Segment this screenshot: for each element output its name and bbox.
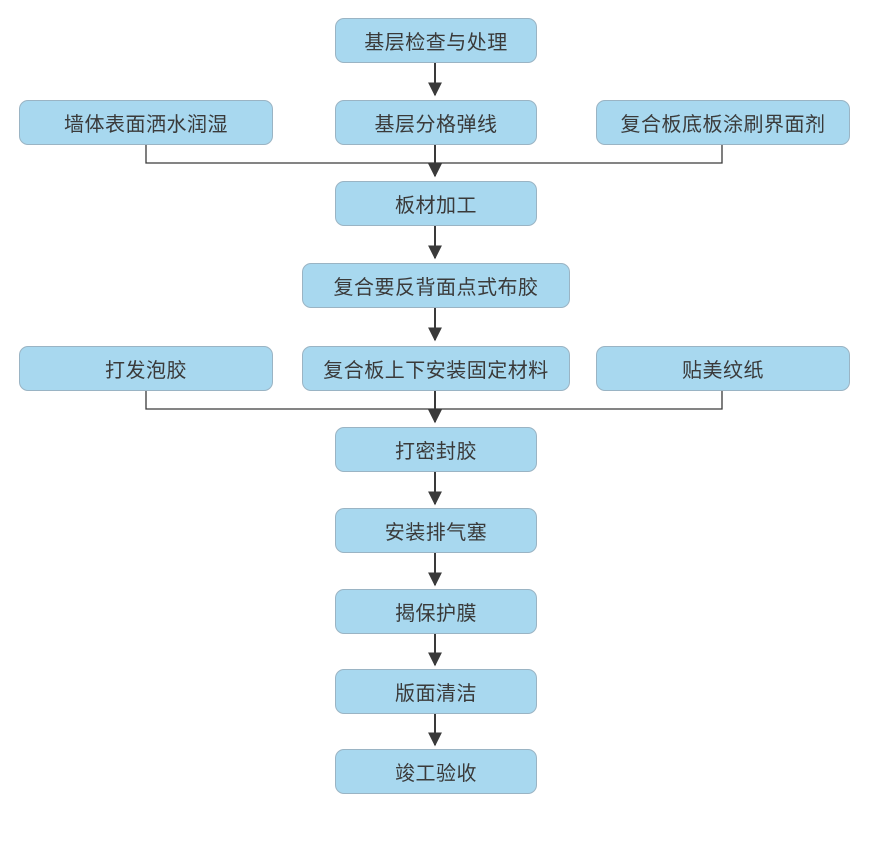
step-acceptance-label: 竣工验收 (395, 761, 477, 785)
step-back-glue: 复合要反背面点式布胶 (302, 263, 570, 308)
step-primer-label: 复合板底板涂刷界面剂 (620, 112, 826, 136)
step-fix-material-label: 复合板上下安装固定材料 (323, 358, 549, 382)
step-peel-film: 揭保护膜 (335, 589, 537, 634)
step-base-check: 基层检查与处理 (335, 18, 537, 63)
step-base-check-label: 基层检查与处理 (364, 30, 508, 54)
step-clean: 版面清洁 (335, 669, 537, 714)
step-paper: 贴美纹纸 (596, 346, 850, 391)
step-acceptance: 竣工验收 (335, 749, 537, 794)
step-seal: 打密封胶 (335, 427, 537, 472)
step-seal-label: 打密封胶 (395, 439, 477, 463)
step-fix-material: 复合板上下安装固定材料 (302, 346, 570, 391)
step-primer: 复合板底板涂刷界面剂 (596, 100, 850, 145)
step-grid-line: 基层分格弹线 (335, 100, 537, 145)
step-foam: 打发泡胶 (19, 346, 273, 391)
merge-line-1 (145, 145, 723, 164)
step-back-glue-label: 复合要反背面点式布胶 (333, 275, 539, 299)
step-paper-label: 贴美纹纸 (682, 358, 764, 382)
step-board-processing-label: 板材加工 (395, 193, 477, 217)
step-clean-label: 版面清洁 (395, 681, 477, 705)
step-vent-plug: 安装排气塞 (335, 508, 537, 553)
step-foam-label: 打发泡胶 (105, 358, 187, 382)
merge-line-2 (145, 391, 723, 410)
step-vent-plug-label: 安装排气塞 (384, 520, 488, 544)
step-wall-spray-label: 墙体表面洒水润湿 (64, 112, 228, 136)
step-grid-line-label: 基层分格弹线 (374, 112, 498, 136)
step-peel-film-label: 揭保护膜 (395, 601, 477, 625)
step-wall-spray: 墙体表面洒水润湿 (19, 100, 273, 145)
step-board-processing: 板材加工 (335, 181, 537, 226)
